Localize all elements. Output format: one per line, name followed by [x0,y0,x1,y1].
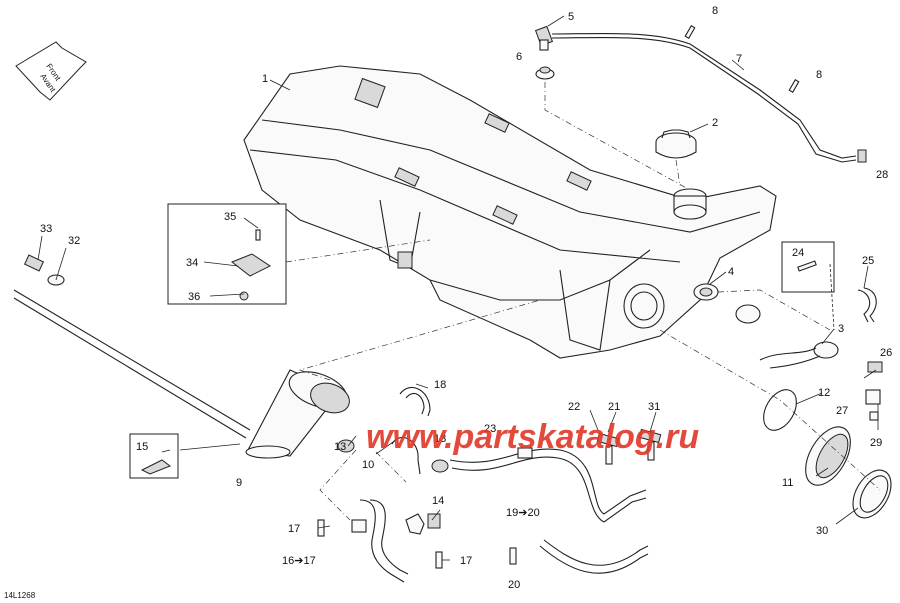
callout-13-left: 13 [334,441,346,453]
callout-14: 14 [432,495,444,507]
level-sender [735,304,839,369]
callout-15: 15 [136,441,148,453]
callout-3: 3 [838,323,844,335]
callout-24: 24 [792,247,804,259]
fuel-pump [245,369,350,459]
callout-34: 34 [186,257,198,269]
vent-end-valve [857,149,867,163]
callout-33: 33 [40,223,52,235]
fitting-33 [23,254,45,272]
callout-20: 20 [508,579,520,591]
spacer-17b [435,551,443,569]
hose-19 [543,539,649,566]
callout-5: 5 [568,11,574,23]
vent-hose [551,32,857,159]
callout-12: 12 [818,387,830,399]
nut-4 [693,283,719,301]
callout-16-17: 16➔17 [282,555,316,567]
locking-ring-11 [805,426,851,486]
gasket-12 [763,389,797,431]
bracket-27 [865,389,881,405]
callout-19-20: 19➔20 [506,507,540,519]
callout-23: 23 [484,423,496,435]
callout-25: 25 [862,255,874,267]
spacer-20 [509,547,517,565]
watermark: www.partskatalog.ru [366,418,699,456]
callout-32: 32 [68,235,80,247]
connector-26 [867,361,883,373]
front-arrow-icon: Front Avant [15,41,87,101]
callout-27: 27 [836,405,848,417]
callout-11: 11 [782,477,793,489]
callout-6: 6 [516,51,522,63]
document-code: 14L1268 [4,591,36,600]
callout-29: 29 [870,437,882,449]
fuel-line-23 [449,448,647,515]
clamp-21 [596,432,620,465]
detail-box-34-36 [167,203,287,305]
callout-28: 28 [876,169,888,181]
callout-4: 4 [728,266,734,278]
callout-21: 21 [608,401,620,413]
grommet [535,66,555,80]
quick-connector-13 [431,459,449,473]
callout-2: 2 [712,117,718,129]
callout-26: 26 [880,347,892,359]
detail-box-24 [781,241,835,293]
fuel-tank [243,65,777,359]
hose-18 [399,387,431,417]
callout-10: 10 [362,459,374,471]
clip-14 [405,513,425,535]
clamp-ring-30 [852,469,892,519]
leader-lines [37,15,879,561]
callout-9: 9 [236,477,242,489]
callout-35: 35 [224,211,236,223]
fuel-cap [655,129,697,159]
clamp-31 [638,428,662,461]
callout-8-lower: 8 [816,69,822,81]
callout-13-right: 13 [434,433,446,445]
return-hose [359,499,405,583]
hose-25 [857,289,871,323]
hose-clip-lower [788,79,800,93]
detail-box-15 [129,433,179,479]
callout-36: 36 [188,291,200,303]
hose-clip-upper [684,25,696,39]
callout-17-right: 17 [460,555,472,567]
callout-7: 7 [736,53,742,65]
screw-29 [869,411,879,421]
callout-17-left: 17 [288,523,300,535]
callout-30: 30 [816,525,828,537]
callout-18: 18 [434,379,446,391]
callout-8-upper: 8 [712,5,718,17]
pump-tube [13,289,251,431]
callout-22: 22 [568,401,580,413]
vent-valve [534,25,554,51]
callout-1: 1 [262,73,268,85]
callout-31: 31 [648,401,660,413]
